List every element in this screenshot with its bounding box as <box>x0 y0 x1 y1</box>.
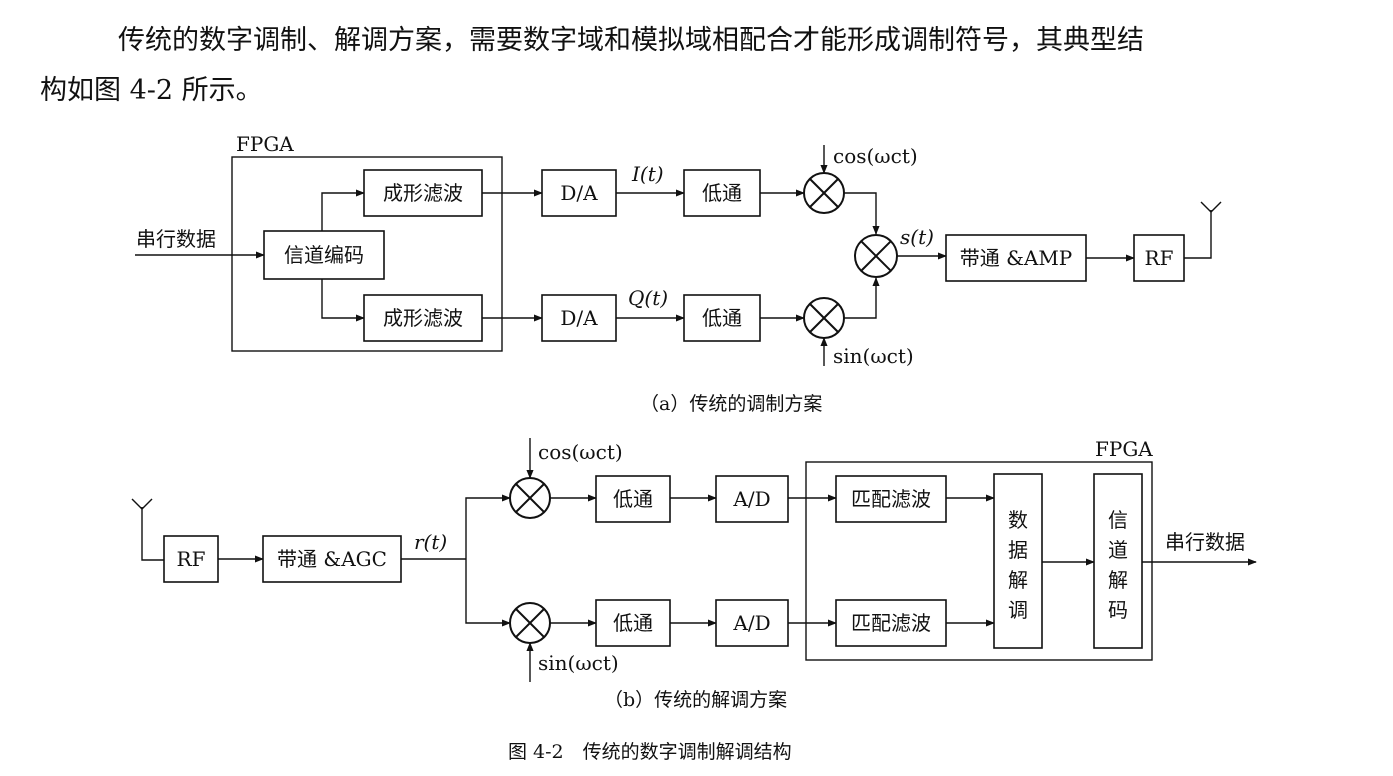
matched-filter-i-label: 匹配滤波 <box>851 487 931 511</box>
lowpass-i-label: 低通 <box>702 181 742 205</box>
channel-decoder-char-3: 解 <box>1108 568 1128 592</box>
wire-mixer-i-to-summer <box>844 192 880 235</box>
modulation-diagram: FPGA 串行数据 信道编码 成形滤波 成形滤波 D/A D/A I(t) Q(… <box>135 132 1222 415</box>
adc-q-label: A/D <box>732 611 770 635</box>
dac-i-label: D/A <box>560 181 598 205</box>
intro-paragraph: 传统的数字调制、解调方案，需要数字域和模拟域相配合才能形成调制符号，其典型结 构… <box>40 16 1360 116</box>
rf-label-b: RF <box>177 547 206 571</box>
intro-line-2: 构如图 4-2 所示。 <box>40 75 263 106</box>
data-demod-char-1: 数 <box>1008 508 1028 532</box>
lowpass-i-label-b: 低通 <box>613 487 653 511</box>
data-demod-char-4: 调 <box>1008 598 1028 622</box>
matched-filter-i-box <box>835 475 947 523</box>
wire-mixer-q-to-summer <box>844 277 880 319</box>
mixer-q-icon-b <box>509 602 551 644</box>
dac-q-box <box>541 294 617 342</box>
carrier-cos-label-a: cos(ωct) <box>833 144 918 168</box>
dac-q-label: D/A <box>560 306 598 330</box>
mixer-q-icon <box>803 297 845 339</box>
summer-icon <box>854 234 898 278</box>
rf-box-b <box>163 535 219 583</box>
s-signal-label: s(t) <box>900 225 934 249</box>
channel-encoder-box <box>263 230 385 280</box>
matched-filter-q-label: 匹配滤波 <box>851 611 931 635</box>
channel-encoder-label: 信道编码 <box>284 243 364 267</box>
caption-a: （a）传统的调制方案 <box>640 393 822 415</box>
dac-i-box <box>541 169 617 217</box>
caption-b: （b）传统的解调方案 <box>604 689 787 711</box>
carrier-cos-label-b: cos(ωct) <box>538 440 623 464</box>
shaping-filter-q-box <box>363 294 483 342</box>
channel-decoder-char-1: 信 <box>1108 508 1128 532</box>
adc-q-box <box>715 599 789 647</box>
wire-split-to-mixer-q <box>465 559 511 627</box>
fpga-frame-b <box>805 461 1153 661</box>
carrier-sin-label-b: sin(ωct) <box>538 651 619 675</box>
mixer-i-icon-b <box>509 477 551 519</box>
adc-i-label: A/D <box>732 487 770 511</box>
data-demod-char-2: 据 <box>1008 538 1028 562</box>
data-demod-box <box>993 473 1043 649</box>
rf-box-a <box>1133 234 1185 282</box>
wire-encoder-to-shaping-i <box>321 189 365 231</box>
demodulation-diagram: RF 带通 &AGC r(t) cos(ωct) sin(ωct) 低通 低通 … <box>131 437 1257 711</box>
antenna-icon-tx <box>1184 201 1222 259</box>
shaping-filter-q-label: 成形滤波 <box>383 306 463 330</box>
shaping-filter-i-label: 成形滤波 <box>383 181 463 205</box>
bandpass-agc-box <box>262 535 402 583</box>
fpga-label-a: FPGA <box>236 132 294 156</box>
data-demod-char-3: 解 <box>1008 568 1028 592</box>
intro-line-1: 传统的数字调制、解调方案，需要数字域和模拟域相配合才能形成调制符号，其典型结 <box>118 25 1144 56</box>
channel-decoder-char-2: 道 <box>1108 538 1128 562</box>
bandpass-amp-label: 带通 &AMP <box>960 246 1073 270</box>
bandpass-agc-label: 带通 &AGC <box>277 547 387 571</box>
matched-filter-q-box <box>835 599 947 647</box>
rf-label-a: RF <box>1145 246 1174 270</box>
wire-encoder-to-shaping-q <box>321 279 365 322</box>
bandpass-amp-box <box>945 234 1087 282</box>
channel-decoder-box <box>1093 473 1143 649</box>
lowpass-q-label: 低通 <box>702 306 742 330</box>
channel-decoder-char-4: 码 <box>1108 598 1128 622</box>
antenna-icon-rx <box>131 498 164 561</box>
fpga-label-b: FPGA <box>1095 437 1153 461</box>
wire-split-to-mixer-i <box>465 494 511 559</box>
figure-caption: 图 4-2 传统的数字调制解调结构 <box>508 741 792 763</box>
q-signal-label: Q(t) <box>628 286 668 310</box>
i-signal-label: I(t) <box>631 162 664 186</box>
r-signal-label: r(t) <box>414 530 447 554</box>
lowpass-i-box-b <box>595 475 671 523</box>
lowpass-i-box <box>683 169 761 217</box>
adc-i-box <box>715 475 789 523</box>
lowpass-q-label-b: 低通 <box>613 611 653 635</box>
serial-data-output-label: 串行数据 <box>1165 530 1245 554</box>
serial-data-input-label: 串行数据 <box>136 227 216 251</box>
mixer-i-icon <box>803 172 845 214</box>
lowpass-q-box-b <box>595 599 671 647</box>
fpga-frame-a <box>231 156 503 352</box>
carrier-sin-label-a: sin(ωct) <box>833 344 914 368</box>
shaping-filter-i-box <box>363 169 483 217</box>
lowpass-q-box <box>683 294 761 342</box>
